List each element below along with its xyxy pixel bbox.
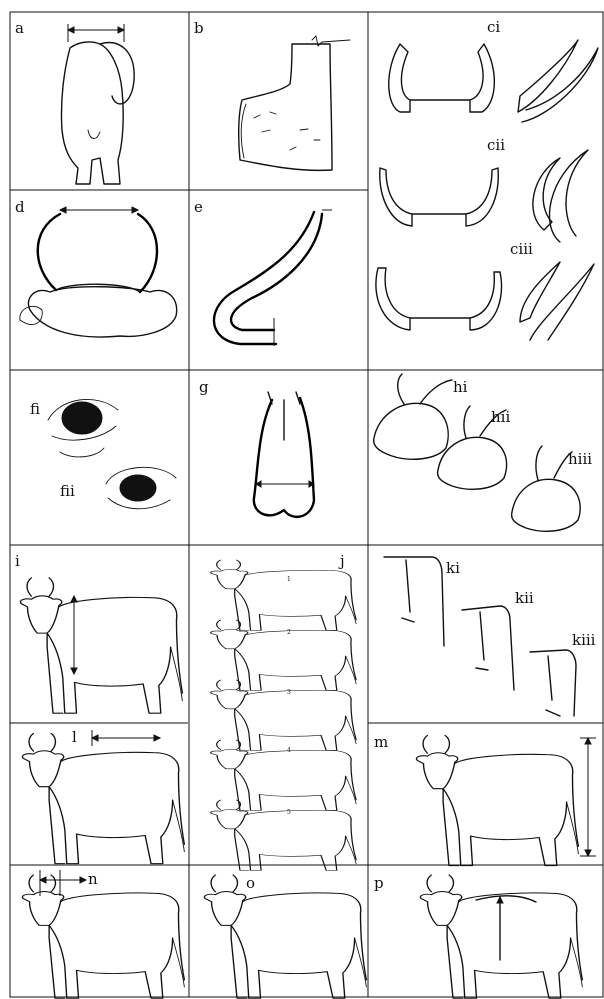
panel-h: hi hii hiii (374, 374, 593, 531)
panel-label-ciii: ciii (510, 240, 533, 258)
j-number-5: 5 (287, 809, 291, 816)
panel-label-ci: ci (487, 18, 500, 36)
panel-o: o (204, 874, 366, 998)
panel-label-ki: ki (446, 559, 460, 577)
panel-d: d (15, 198, 177, 337)
panel-l: l (22, 728, 184, 864)
panel-a: a (15, 19, 134, 184)
panel-label-fii: fii (60, 482, 75, 500)
panel-label-e: e (194, 198, 203, 216)
panel-f: fi fii (30, 399, 176, 508)
panel-g: g (199, 378, 314, 517)
panel-label-n: n (88, 870, 98, 888)
panel-n: n (22, 870, 184, 998)
span-arrow (60, 207, 138, 213)
panel-label-fi: fi (30, 400, 40, 418)
panel-label-kii: kii (515, 589, 534, 607)
panel-label-m: m (374, 733, 388, 751)
panel-c: ci cii ciii (376, 18, 598, 340)
panel-label-a: a (15, 19, 24, 37)
panel-e: e (194, 198, 332, 346)
panel-label-i: i (15, 552, 20, 570)
panel-label-hii: hii (491, 408, 510, 426)
panel-label-hi: hi (453, 378, 468, 396)
panel-i: i (15, 552, 182, 713)
j-number-4: 4 (287, 747, 291, 754)
panel-label-p: p (374, 874, 384, 892)
j-number-2: 2 (287, 629, 291, 636)
j-number-3: 3 (287, 689, 291, 696)
panel-label-b: b (194, 19, 204, 37)
panel-b: b (194, 19, 350, 170)
j-number-1: 1 (287, 576, 291, 583)
panel-label-kiii: kiii (572, 631, 596, 649)
panel-j: j 1 2 3 4 5 (211, 552, 356, 870)
panel-label-l: l (72, 728, 77, 746)
panel-k: ki kii kiii (384, 557, 596, 716)
panel-label-d: d (15, 198, 25, 216)
panel-p: p (374, 874, 582, 998)
panel-label-o: o (246, 874, 255, 892)
panel-m: m (374, 733, 596, 866)
panel-label-j: j (338, 552, 345, 570)
width-arrow (68, 24, 124, 42)
panel-label-cii: cii (487, 136, 505, 154)
panel-label-g: g (199, 378, 209, 396)
